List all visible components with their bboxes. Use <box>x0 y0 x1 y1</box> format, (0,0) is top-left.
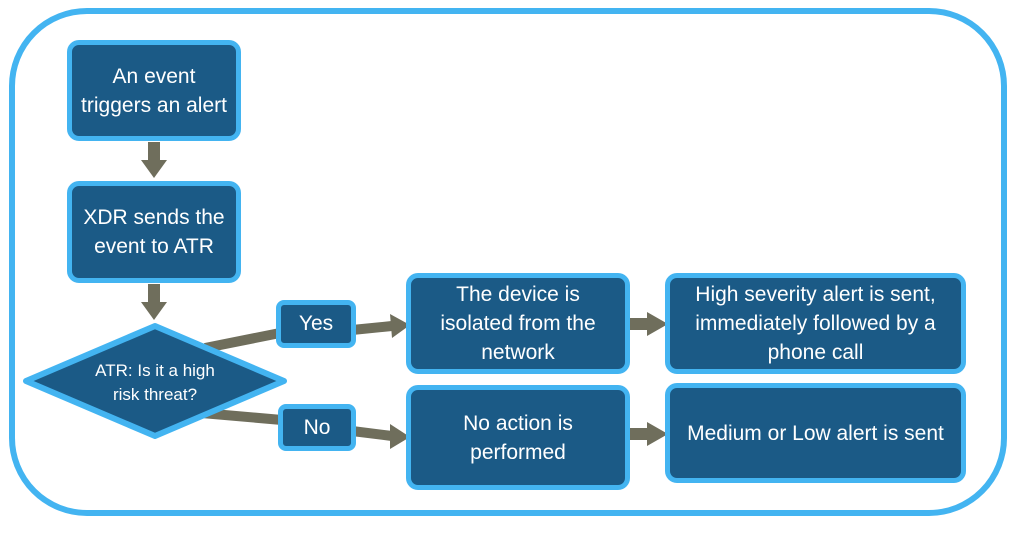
node-no-action: No action is performed <box>406 385 630 490</box>
arrow-no-action-to-low-alert <box>627 422 668 446</box>
node-xdr-label: XDR sends the event to ATR <box>83 206 225 258</box>
node-xdr-sends-event: XDR sends the event to ATR <box>67 181 241 283</box>
decision-label: ATR: Is it a high risk threat? <box>95 361 215 404</box>
arrow-event-to-xdr <box>141 142 167 178</box>
decision-diamond <box>23 323 287 439</box>
node-event-label: An event triggers an alert <box>81 64 227 117</box>
node-high-severity-alert: High severity alert is sent, immediately… <box>665 273 966 374</box>
edge-no-text: No <box>303 415 331 439</box>
node-no-action-label: No action is performed <box>463 411 573 464</box>
node-isolated-label: The device is isolated from the network <box>440 283 596 364</box>
line-decision-to-yes <box>204 328 281 353</box>
edge-label-yes: Yes <box>276 300 356 348</box>
arrow-yes-to-isolated <box>351 314 410 338</box>
node-low-alert-label: Medium or Low alert is sent <box>687 421 944 445</box>
arrow-xdr-to-decision <box>141 284 167 320</box>
node-event-triggers-alert: An event triggers an alert <box>67 40 241 141</box>
arrow-no-to-no-action <box>351 424 410 449</box>
node-high-alert-label: High severity alert is sent, immediately… <box>695 283 936 364</box>
edge-label-no: No <box>278 404 356 451</box>
arrow-isolated-to-high-alert <box>627 312 668 336</box>
edge-yes-text: Yes <box>298 312 334 335</box>
node-device-isolated: The device is isolated from the network <box>406 273 630 374</box>
node-medium-low-alert: Medium or Low alert is sent <box>665 383 966 483</box>
diagram-frame <box>9 8 1007 516</box>
